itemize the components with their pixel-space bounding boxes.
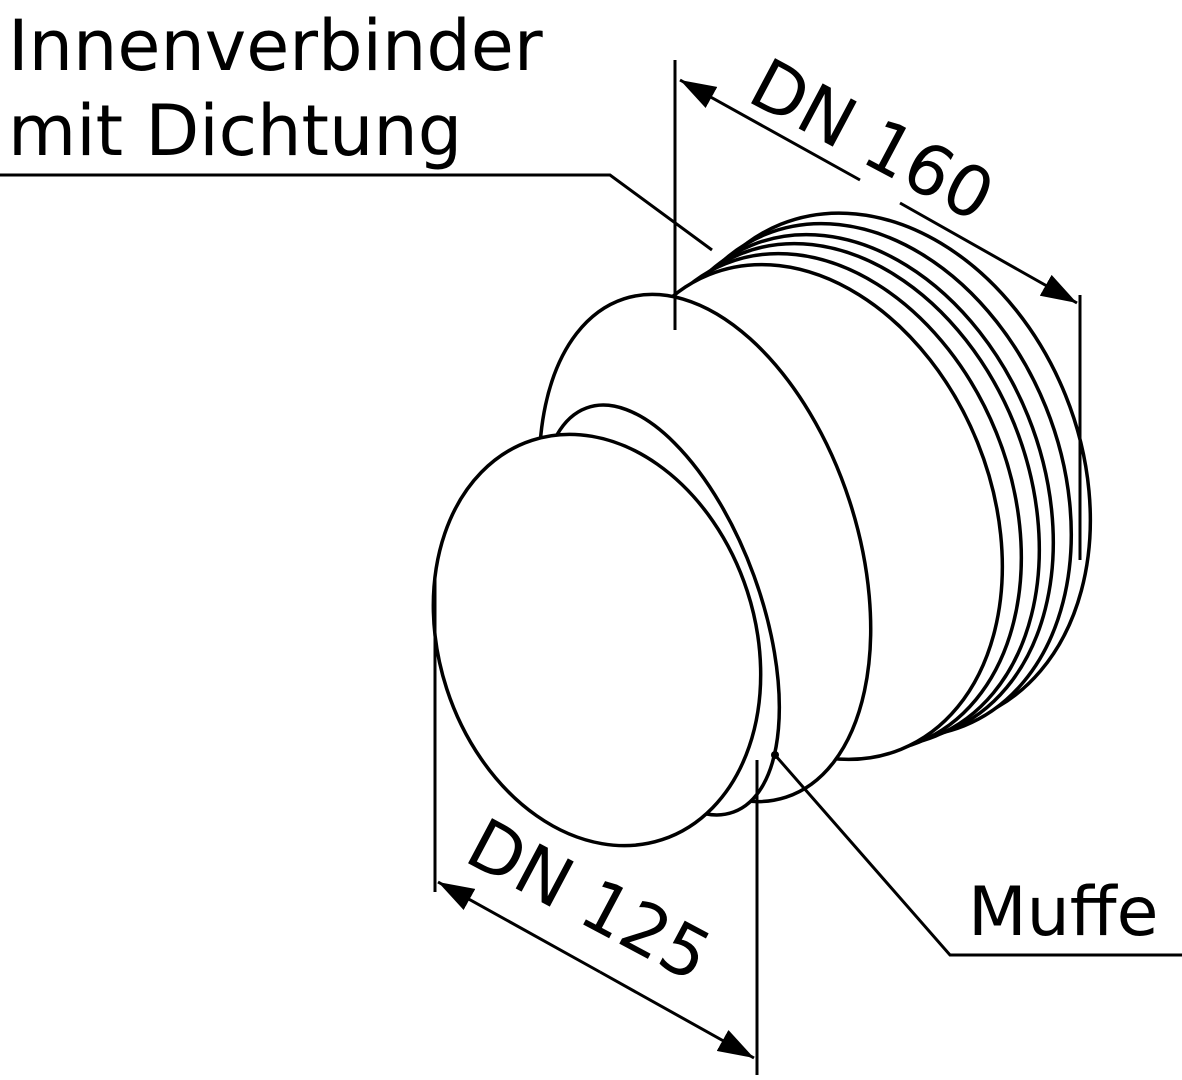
leader-connector [0,173,713,252]
leader-socket [773,754,1182,957]
dimension-dn125 [433,575,759,1075]
pipe-front-opening [431,432,763,848]
label-connector-line1: Innenverbinder [8,5,543,87]
label-dn160: DN 160 [737,43,1007,238]
label-connector-line2: mit Dichtung [8,90,462,172]
dimension-dn160 [673,60,1082,560]
label-socket: Muffe [968,873,1158,952]
leader-dot [771,751,779,759]
